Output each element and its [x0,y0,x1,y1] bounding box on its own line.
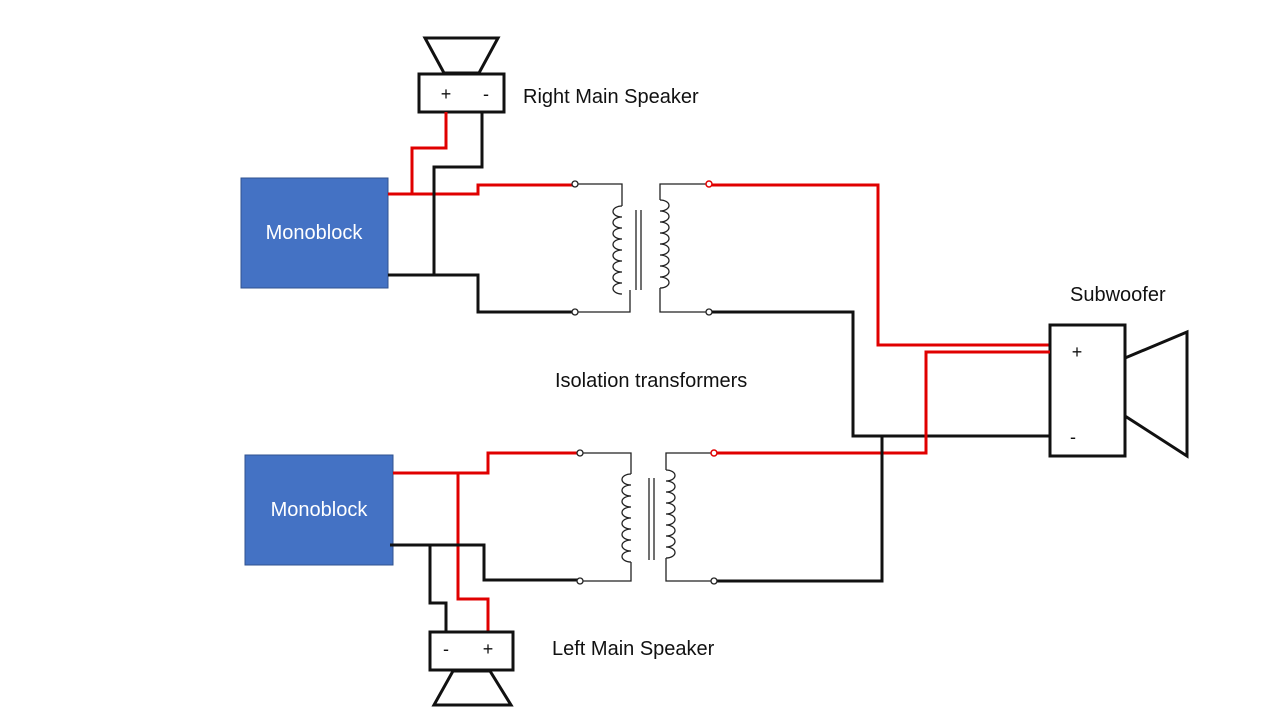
right-speaker-cone-icon [422,36,501,75]
top-amp-positive-to-transformer [388,183,575,196]
subwoofer: + - [1048,323,1189,459]
top-secondary-to-sub-negative [712,310,1050,438]
left-speaker-plus: + [483,639,494,659]
right-main-speaker: + - [417,36,506,114]
subwoofer-terminal-box [1048,323,1127,458]
top-secondary-coil [659,199,670,289]
top-isolation-transformer [571,180,713,316]
subwoofer-label: Subwoofer [1070,284,1166,306]
top-transformer-secondary-terminal-a [705,180,713,188]
bottom-monoblock [244,454,394,566]
subwoofer-cone-icon [1123,329,1189,459]
top-amp-negative-to-transformer [388,273,575,314]
right-speaker-minus: - [483,84,489,104]
left-speaker-cone-icon [431,669,514,707]
bottom-transformer-primary-terminal-b [576,577,584,585]
isolation-transformers-label: Isolation transformers [555,370,747,392]
top-monoblock [240,177,389,289]
top-wiring [388,112,575,314]
left-speaker-minus: - [443,639,449,659]
bottom-monoblock-label: Monoblock [271,499,369,521]
left-speaker-label: Left Main Speaker [552,638,715,660]
top-transformer-primary-terminal-b [571,308,579,316]
bottom-transformer-secondary-terminal-b [710,577,718,585]
top-monoblock-label: Monoblock [266,222,364,244]
top-amp-to-right-speaker-negative [432,112,484,275]
bottom-amp-to-left-speaker-negative [428,545,448,632]
right-speaker-plus: + [441,84,452,104]
bottom-secondary-to-sub-negative [717,436,884,583]
bottom-secondary-coil [665,469,676,559]
bottom-amp-negative-to-transformer [390,543,579,582]
top-secondary-to-sub-positive [712,183,1050,347]
bottom-wiring [390,451,579,632]
subwoofer-minus: - [1070,427,1076,447]
left-speaker-terminal-box [428,630,515,672]
right-speaker-label: Right Main Speaker [523,86,699,108]
left-main-speaker: - + [428,630,515,707]
top-transformer-primary-terminal-a [571,180,579,188]
bottom-amp-positive-to-transformer [393,451,579,475]
bottom-transformer-primary-terminal-a [576,449,584,457]
bottom-isolation-transformer [576,449,718,585]
top-primary-coil [612,205,623,295]
bottom-transformer-secondary-terminal-a [710,449,718,457]
right-speaker-terminal-box [417,72,506,114]
subwoofer-plus: + [1072,342,1083,362]
bottom-primary-coil [621,473,632,563]
top-transformer-secondary-terminal-b [705,308,713,316]
top-amp-to-right-speaker-positive [410,112,448,194]
bottom-amp-to-left-speaker-positive [456,473,490,632]
bottom-secondary-to-sub-positive [717,350,1050,455]
